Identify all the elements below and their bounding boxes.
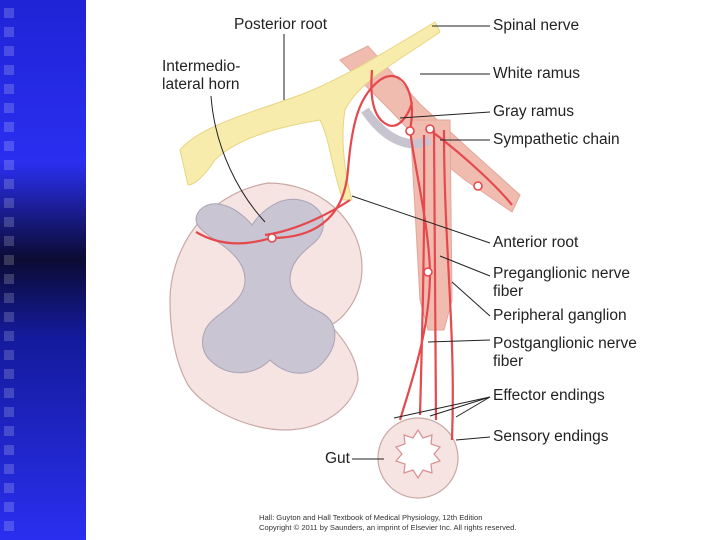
label-gut: Gut [325,450,350,467]
leader-preganglionic [439,255,491,277]
leader-effector-c [455,396,491,418]
band-square [4,388,14,398]
band-square [4,445,14,455]
band-square [4,122,14,132]
credit-line-1: Hall: Guyton and Hall Textbook of Medica… [259,512,483,522]
band-square [4,198,14,208]
ganglion-cell-chain-1 [405,126,415,136]
band-square [4,312,14,322]
gut-lumen [394,428,442,480]
sensory-fiber [370,69,414,127]
ganglion-cell-peripheral [423,267,433,277]
band-square [4,274,14,284]
label-sensory-endings: Sensory endings [493,428,609,445]
label-effector-endings: Effector endings [493,387,605,404]
label-gray-ramus: Gray ramus [493,103,574,120]
leader-anterior-root [351,195,491,244]
band-square [4,141,14,151]
leader-intermedio [210,95,266,223]
ganglion-cell-horn [267,233,277,243]
band-square [4,255,14,265]
band-square [4,46,14,56]
band-square [4,464,14,474]
band-square [4,65,14,75]
band-square [4,8,14,18]
band-square [4,350,14,360]
postganglionic-fiber-3 [442,129,454,441]
label-intermedio-lateral-horn: Intermedio- lateral horn [162,58,241,93]
label-preganglionic-nerve-fiber: Preganglionic nerve fiber [493,265,631,300]
leader-postganglionic [427,339,491,343]
leader-effector-a [393,396,491,419]
band-square [4,179,14,189]
label-peripheral-ganglion: Peripheral ganglion [493,307,627,324]
label-posterior-root: Posterior root [234,16,328,33]
band-square [4,426,14,436]
band-square [4,293,14,303]
band-square [4,160,14,170]
band-square [4,103,14,113]
band-square [4,369,14,379]
band-square [4,217,14,227]
sensory-ending-fiber [418,134,426,416]
leader-effector-b [429,396,491,417]
label-anterior-root: Anterior root [493,234,579,251]
sensory-fiber-root [264,199,351,237]
anatomy-illustration [169,21,521,499]
label-postganglionic-nerve-fiber: Postganglionic nerve fiber [493,335,637,370]
band-square [4,84,14,94]
slide-side-band [0,0,86,540]
band-square [4,27,14,37]
label-white-ramus: White ramus [493,65,580,82]
credit-line-2: Copyright © 2011 by Saunders, an imprint… [259,522,517,532]
posterior-root-shape [179,21,441,201]
band-square [4,502,14,512]
label-sympathetic-chain: Sympathetic chain [493,131,620,148]
sympathetic-pathway-figure: Posterior root Intermedio- lateral horn … [86,0,720,540]
leader-peripheral-ganglion [451,281,491,317]
band-square [4,236,14,246]
postganglionic-fiber-1 [398,271,432,421]
postganglionic-fiber-2 [432,129,438,421]
preganglionic-fiber [195,74,413,245]
preganglionic-fiber-2 [408,129,432,271]
ganglion-cell-chain-2 [425,124,435,134]
band-square [4,521,14,531]
leader-gray-ramus [399,111,491,119]
band-square [4,483,14,493]
band-square [4,407,14,417]
label-spinal-nerve: Spinal nerve [493,17,580,34]
band-square [4,331,14,341]
sympathetic-chain-shape [409,119,453,331]
leader-sensory-endings [455,436,491,441]
ganglion-cell-chain-3 [473,181,483,191]
